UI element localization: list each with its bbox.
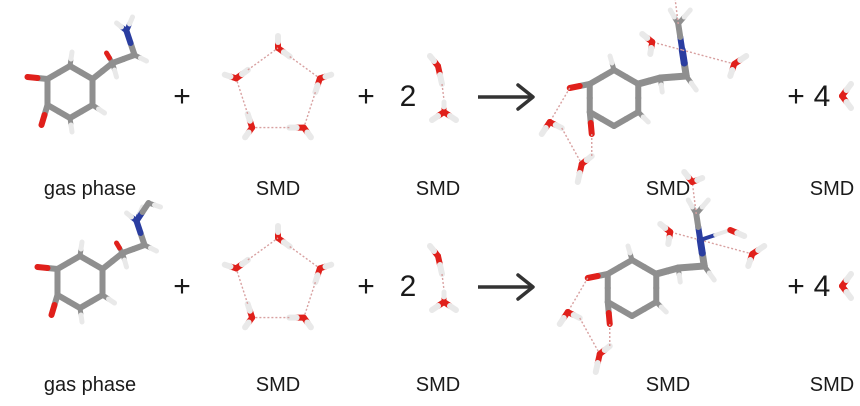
water-pentamer-icon	[221, 223, 335, 331]
label-smd-complex-2: SMD	[645, 374, 691, 396]
plus-operator-2c: +	[787, 270, 805, 303]
label-smd-dimer-1: SMD	[415, 178, 461, 200]
water-molecule-icon	[839, 271, 854, 301]
plus-operator-1a: +	[173, 80, 191, 113]
plus-operator-2a: +	[173, 270, 191, 303]
reaction-arrow-icon	[478, 273, 535, 301]
coefficient-1a: 2	[399, 80, 417, 113]
water-molecule-icon	[839, 81, 854, 111]
water-dimer-icon	[427, 53, 459, 123]
catecholamine-molecule-icon	[34, 200, 164, 325]
water-pentamer-icon	[221, 33, 335, 141]
label-smd-pentamer-1: SMD	[255, 178, 301, 200]
plus-operator-2b: +	[357, 270, 375, 303]
coefficient-2b: 4	[813, 270, 831, 303]
solvated-complex-icon	[538, 0, 750, 185]
label-smd-water-2: SMD	[809, 374, 855, 396]
coefficient-2a: 2	[399, 270, 417, 303]
label-smd-dimer-2: SMD	[415, 374, 461, 396]
reaction-arrow-icon	[478, 83, 535, 111]
catecholamine-molecule-icon	[24, 14, 150, 135]
water-dimer-icon	[427, 243, 459, 313]
plus-operator-1b: +	[357, 80, 375, 113]
solvated-complex-icon	[556, 169, 768, 375]
label-gas-phase-2: gas phase	[43, 374, 137, 396]
coefficient-1b: 4	[813, 80, 831, 113]
label-smd-pentamer-2: SMD	[255, 374, 301, 396]
label-gas-phase-1: gas phase	[43, 178, 137, 200]
plus-operator-1c: +	[787, 80, 805, 113]
label-smd-complex-1: SMD	[645, 178, 691, 200]
label-smd-water-1: SMD	[809, 178, 855, 200]
